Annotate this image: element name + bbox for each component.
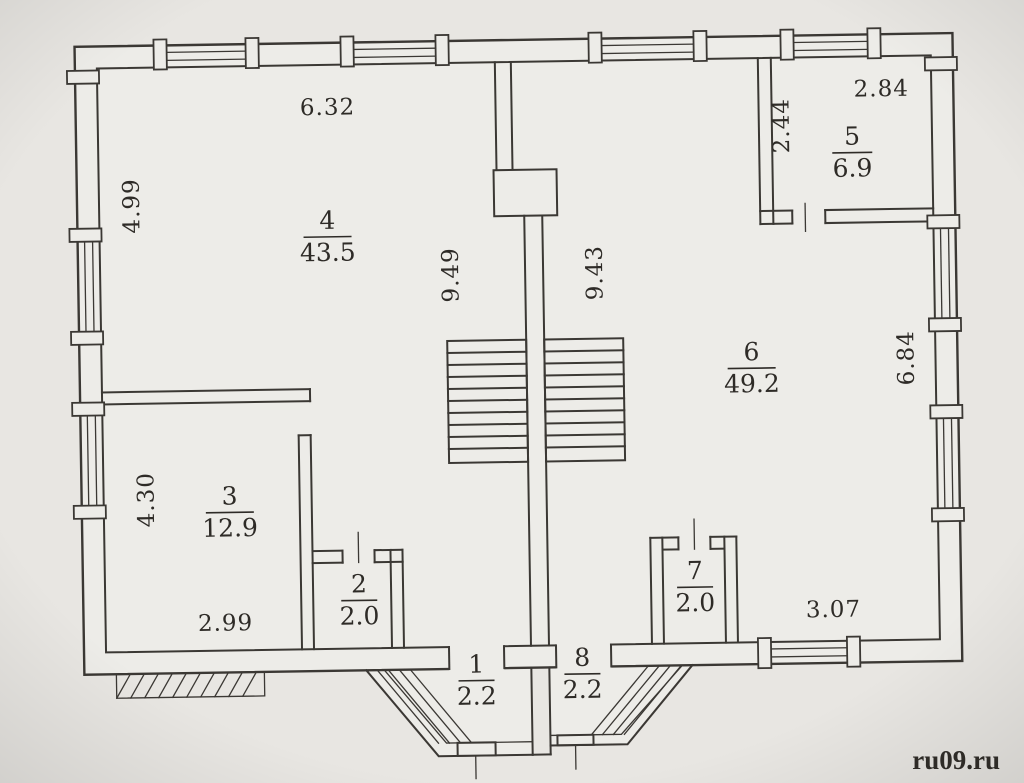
site-watermark: ru09.ru <box>912 745 1000 775</box>
